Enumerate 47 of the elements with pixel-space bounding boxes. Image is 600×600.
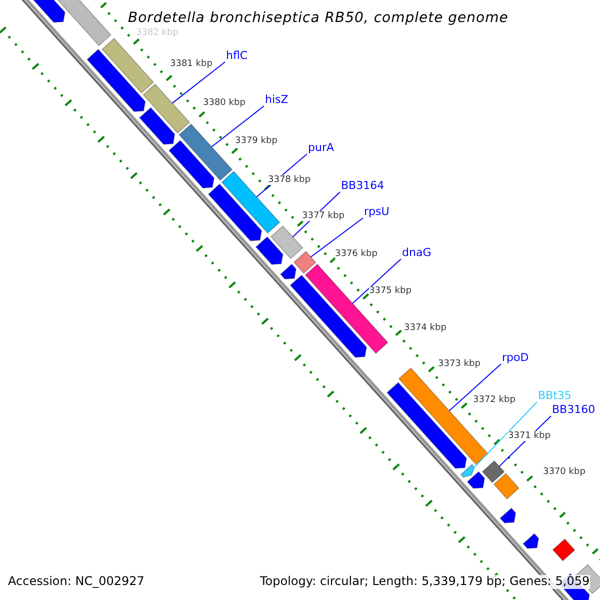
gene-block [482, 460, 505, 484]
gene-block [493, 472, 520, 500]
leader-line [352, 258, 402, 304]
scale-label: 3375 kbp [369, 286, 412, 296]
gene-label: rpoD [502, 352, 529, 365]
scale-label: 3376 kbp [335, 249, 378, 260]
scale-label: 3373 kbp [438, 359, 480, 370]
gene-block [255, 236, 284, 265]
gene-block [466, 471, 486, 489]
scale-label: 3380 kbp [203, 98, 246, 108]
gene-label: BB3164 [341, 180, 384, 193]
leader-line [310, 218, 364, 258]
gene-block [142, 83, 190, 134]
title: Bordetella bronchiseptica RB50, complete genome [128, 10, 508, 26]
gene-block [290, 274, 368, 358]
gene-block [138, 107, 176, 145]
scale-label: 3372 kbp [473, 395, 516, 406]
scale-label: 3377 kbp [302, 211, 344, 222]
gene-block [386, 382, 468, 469]
gene-label: hflC [226, 50, 248, 63]
gene-block [280, 264, 297, 280]
scale-label: 3378 kbp [268, 175, 310, 186]
scale-label: 3381 kbp [170, 59, 212, 70]
gene-block [208, 183, 262, 242]
gene-block [178, 123, 233, 181]
gene-block [522, 533, 540, 549]
scale-label: 3379 kbp [235, 136, 278, 146]
gene-label: BBt35 [538, 390, 572, 403]
info-text: Accession: NC_002927 [8, 575, 144, 589]
leader-line [211, 106, 264, 148]
leader-line [448, 364, 502, 412]
gene-block [270, 225, 304, 260]
scale-label: 3370 kbp [543, 467, 586, 478]
gene-block [168, 140, 215, 189]
info-text: Topology: circular; Length: 5,339,179 bp; Genes: 5,059 [260, 575, 590, 589]
gene-block [552, 538, 576, 562]
gene-label: BB3160 [552, 404, 596, 417]
gene-block [499, 508, 516, 524]
scale-label: 3371 kbp [508, 431, 550, 442]
gene-block [86, 48, 146, 112]
scale-label: 3374 kbp [404, 323, 446, 334]
gene-label: rpsU [364, 206, 390, 219]
leader-line [474, 402, 538, 468]
gene-block [102, 38, 154, 94]
gene-label: dnaG [402, 247, 432, 260]
gene-label: hisZ [265, 94, 288, 107]
gene-label: purA [308, 142, 334, 155]
